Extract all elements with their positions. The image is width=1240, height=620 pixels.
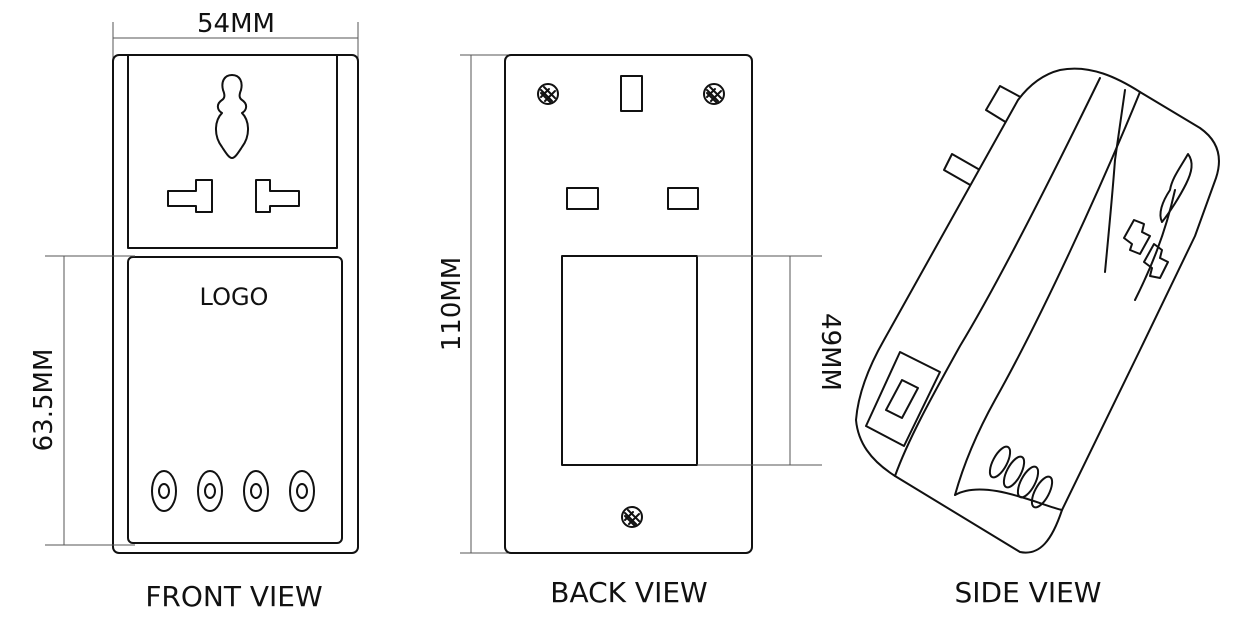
dimension-width-label: 54MM (197, 9, 275, 39)
dimension-height-label: 110MM (437, 257, 467, 352)
screw (537, 83, 559, 105)
dimension-front-panel: 63.5MM (29, 255, 135, 546)
back-view: 110MM 49MM BACK VIEW (437, 54, 845, 609)
side-face-edge (894, 77, 1101, 477)
indicator-light (289, 470, 315, 512)
neutral-pin (667, 187, 699, 210)
front-view: 54MM LOGO 63.5MM (29, 9, 359, 613)
indicator-light (243, 470, 269, 512)
universal-socket-hole (215, 74, 249, 159)
side-switch-button (885, 379, 919, 419)
side-view-caption: SIDE VIEW (955, 576, 1102, 609)
indicator-light (197, 470, 223, 512)
left-pin-hole (167, 179, 213, 213)
indicator-light (151, 470, 177, 512)
dimension-front-panel-label: 63.5MM (29, 349, 59, 452)
side-switch (865, 351, 941, 447)
front-view-caption: FRONT VIEW (145, 580, 322, 613)
side-base-edge (954, 488, 1063, 511)
front-body (112, 54, 359, 554)
dimension-width: 54MM (112, 9, 359, 60)
side-pin-hole (1123, 219, 1151, 255)
indicator-lights (151, 470, 315, 512)
dimension-height: 110MM (437, 54, 512, 554)
earth-pin (620, 75, 643, 112)
right-pin-hole (255, 179, 300, 213)
back-body (504, 54, 753, 554)
back-panel (561, 255, 698, 466)
side-face-edge (954, 91, 1141, 496)
screw (703, 83, 725, 105)
screw (621, 506, 643, 528)
dimension-back-panel: 49MM (697, 255, 845, 466)
side-face-edge (1104, 89, 1126, 273)
back-view-caption: BACK VIEW (550, 576, 707, 609)
side-indicators (988, 445, 1054, 509)
front-socket-panel (127, 55, 338, 249)
live-pin (566, 187, 599, 210)
side-face-edge (1134, 189, 1176, 301)
side-pin-hole (1143, 243, 1169, 279)
dimension-back-panel-label: 49MM (815, 313, 845, 391)
logo-text: LOGO (200, 283, 269, 311)
side-socket-hole (1159, 153, 1193, 223)
side-view: SIDE VIEW (855, 67, 1220, 609)
front-logo-panel (127, 256, 343, 544)
